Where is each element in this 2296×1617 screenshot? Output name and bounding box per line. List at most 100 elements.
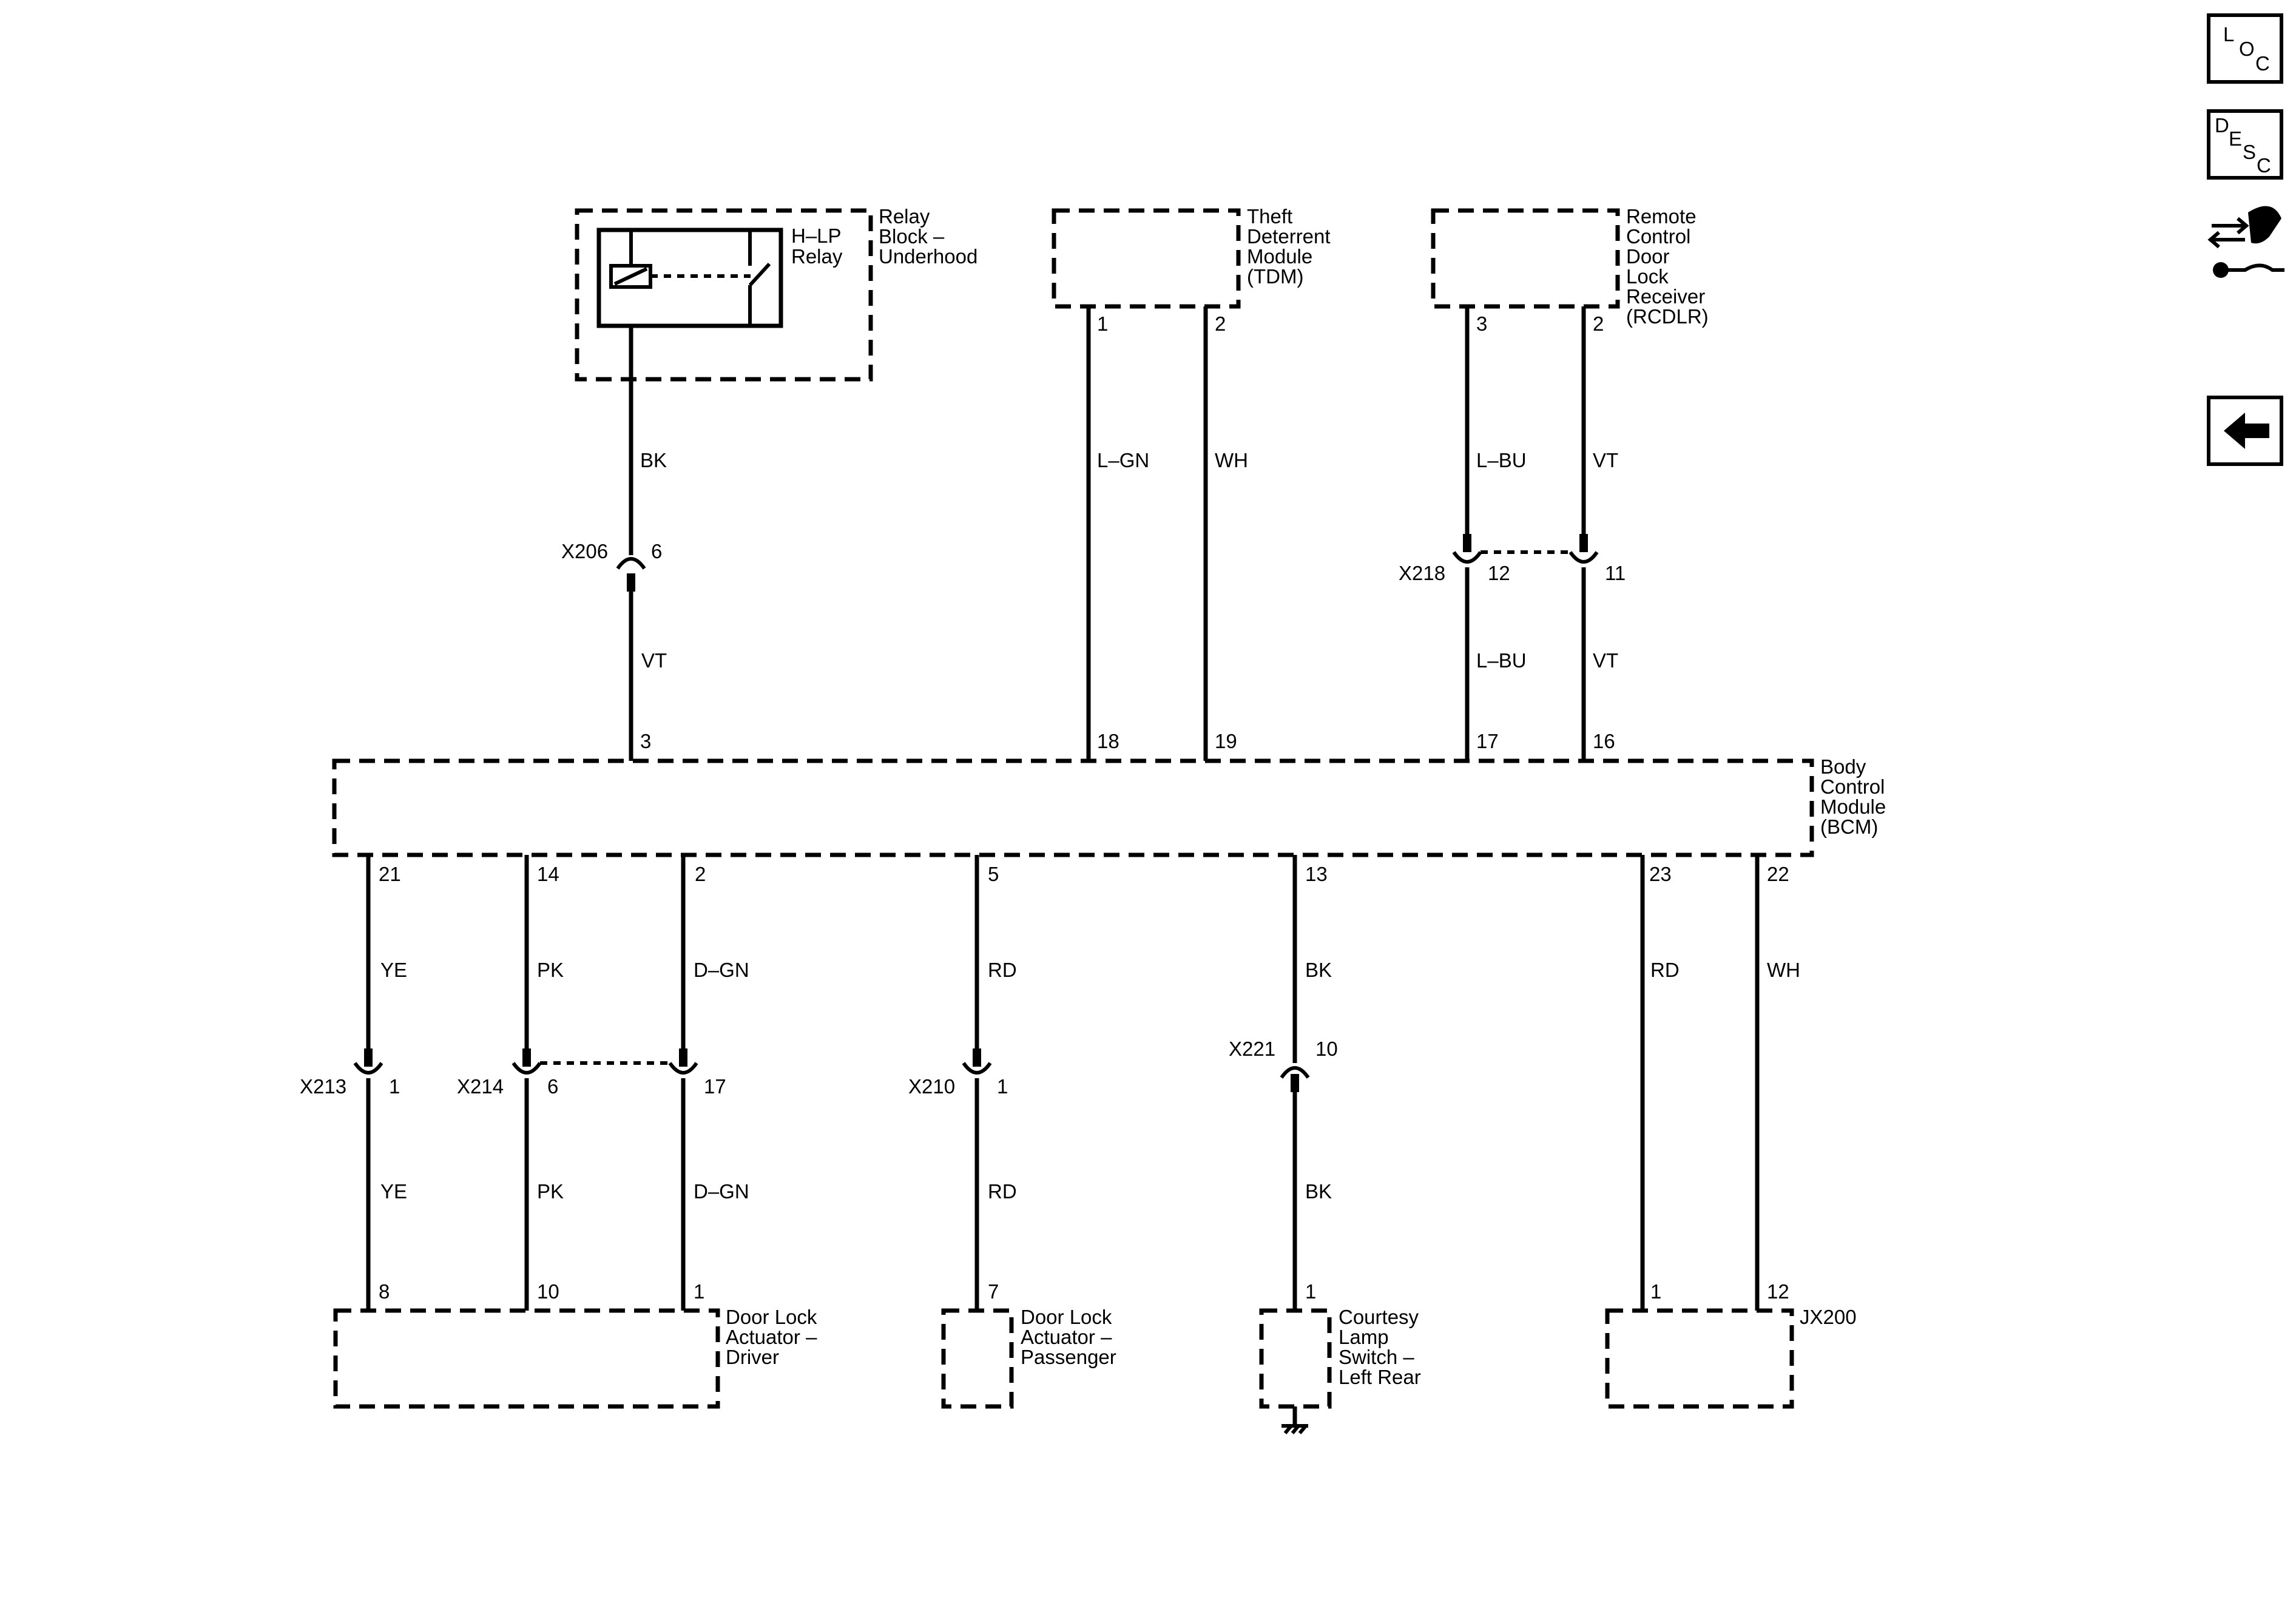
desc-letter-c: C <box>2257 154 2271 177</box>
body-control-module: Body Control Module (BCM) <box>332 755 1886 857</box>
connector-label: X214 <box>457 1075 504 1098</box>
wire-color: BK <box>640 449 667 471</box>
connector-label: X221 <box>1229 1038 1275 1060</box>
loc-letter-l: L <box>2223 23 2234 46</box>
connector-pin: 17 <box>704 1075 726 1098</box>
door-lock-actuator-driver: Door Lock Actuator – Driver <box>333 1306 817 1409</box>
circuit-bcm-21: 21 YE X213 1 YE 8 <box>300 855 407 1311</box>
rcdlr-label-4: Lock <box>1626 265 1669 288</box>
bcm-pin: 18 <box>1097 730 1119 752</box>
bcm-pin: 19 <box>1215 730 1237 752</box>
rcdlr-label-5: Receiver <box>1626 285 1705 308</box>
rcdlr-label-2: Control <box>1626 225 1690 248</box>
driver-label-3: Driver <box>726 1346 779 1368</box>
courtesy-label-1: Courtesy <box>1339 1306 1419 1328</box>
jx200-connector: JX200 <box>1605 1306 1857 1409</box>
bcm-pin: 23 <box>1649 863 1672 885</box>
rcdlr-label-3: Door <box>1626 245 1670 268</box>
connector-pin: 10 <box>1315 1038 1338 1060</box>
bcm-pin: 3 <box>640 730 651 752</box>
courtesy-label-4: Left Rear <box>1339 1366 1421 1388</box>
tdm-label-3: Module <box>1247 245 1312 268</box>
circuit-relay-to-bcm-3: BK X206 6 VT 3 <box>561 326 667 761</box>
circuit-bcm-23: 23 RD 1 <box>1640 855 1680 1311</box>
passenger-label-1: Door Lock <box>1021 1306 1112 1328</box>
bcm-label-1: Body <box>1820 755 1866 778</box>
passenger-label-3: Passenger <box>1021 1346 1116 1368</box>
wire-color: PK <box>537 1180 564 1203</box>
courtesy-label-3: Switch – <box>1339 1346 1414 1368</box>
ground-icon <box>1281 1424 1308 1434</box>
back-button[interactable] <box>2207 396 2283 466</box>
courtesy-label-2: Lamp <box>1339 1326 1389 1348</box>
wire-color: YE <box>380 1180 407 1203</box>
relay-block-label-1: Relay <box>879 205 930 228</box>
wire-color: VT <box>1593 449 1618 471</box>
relay-block-label-2: Block – <box>879 225 945 248</box>
loc-letter-o: O <box>2239 38 2255 60</box>
connector-label: X206 <box>561 540 608 562</box>
loc-letter-c: C <box>2255 52 2270 75</box>
desc-letter-e: E <box>2229 127 2242 150</box>
wire-color: L–BU <box>1476 649 1527 672</box>
relay-block-label-3: Underhood <box>879 245 977 268</box>
wire-color: VT <box>641 649 667 672</box>
connector-pin: 6 <box>651 540 662 562</box>
circuit-bcm-14: 14 PK X214 6 PK 10 <box>457 855 564 1311</box>
circuit-bcm-5: 5 RD X210 1 RD 7 <box>908 855 1017 1311</box>
wire-color: WH <box>1215 449 1248 471</box>
jx200-label: JX200 <box>1800 1306 1857 1328</box>
bcm-pin: 5 <box>988 863 999 885</box>
wire-color: BK <box>1305 959 1332 981</box>
remote-control-door-lock-receiver: Remote Control Door Lock Receiver (RCDLR… <box>1431 205 1709 328</box>
wire-color: D–GN <box>694 959 749 981</box>
connector-label: X218 <box>1399 562 1445 584</box>
rcdlr-pin: 3 <box>1476 312 1487 335</box>
bcm-label-2: Control <box>1820 775 1885 798</box>
wire-color: RD <box>1650 959 1680 981</box>
wire-color: BK <box>1305 1180 1332 1203</box>
tdm-label-4: (TDM) <box>1247 265 1303 288</box>
circuit-bcm-13: 13 BK X221 10 BK 1 <box>1229 855 1338 1311</box>
back-arrow-icon <box>2224 413 2269 449</box>
driver-label-1: Door Lock <box>726 1306 817 1328</box>
dest-pin: 8 <box>379 1280 390 1303</box>
dest-pin: 7 <box>988 1280 999 1303</box>
wire-color: RD <box>988 1180 1017 1203</box>
connector-tools-icon[interactable] <box>2207 206 2284 278</box>
theft-deterrent-module: Theft Deterrent Module (TDM) <box>1052 205 1331 309</box>
bcm-pin: 17 <box>1476 730 1499 752</box>
tdm-pin: 1 <box>1097 312 1108 335</box>
desc-button[interactable]: D E S C <box>2207 109 2283 180</box>
circuit-bcm-22: 22 WH 12 <box>1755 855 1800 1311</box>
dest-pin: 10 <box>537 1280 559 1303</box>
desc-letter-d: D <box>2215 114 2229 137</box>
tdm-label-1: Theft <box>1247 205 1292 228</box>
bcm-pin: 2 <box>695 863 706 885</box>
connector-pin: 12 <box>1488 562 1510 584</box>
connector-pin: 6 <box>547 1075 558 1098</box>
bcm-pin: 21 <box>379 863 401 885</box>
hlp-relay-label-1: H–LP <box>791 224 842 247</box>
loc-button[interactable]: L O C <box>2207 13 2283 84</box>
circuit-bcm-2: 2 D–GN 17 D–GN 1 <box>540 855 749 1311</box>
courtesy-lamp-switch-left-rear: Courtesy Lamp Switch – Left Rear <box>1259 1306 1421 1434</box>
wire-color: RD <box>988 959 1017 981</box>
connector-label: X213 <box>300 1075 346 1098</box>
circuit-rcdlr-3-to-bcm-17: 3 L–BU X218 12 L–BU 17 <box>1399 306 1527 761</box>
wire-color: PK <box>537 959 564 981</box>
hlp-relay-label-2: Relay <box>791 245 843 268</box>
door-lock-actuator-passenger: Door Lock Actuator – Passenger <box>941 1306 1116 1409</box>
wire-color: VT <box>1593 649 1618 672</box>
bcm-label-4: (BCM) <box>1820 815 1878 838</box>
dest-pin: 12 <box>1767 1280 1789 1303</box>
wire-color: L–GN <box>1097 449 1149 471</box>
rcdlr-label-1: Remote <box>1626 205 1697 228</box>
driver-label-2: Actuator – <box>726 1326 817 1348</box>
connector-pin: 1 <box>997 1075 1008 1098</box>
bcm-pin: 14 <box>537 863 559 885</box>
circuit-tdm-2-to-bcm-19: 2 WH 19 <box>1203 306 1248 761</box>
wire-color: WH <box>1767 959 1800 981</box>
tdm-pin: 2 <box>1215 312 1226 335</box>
